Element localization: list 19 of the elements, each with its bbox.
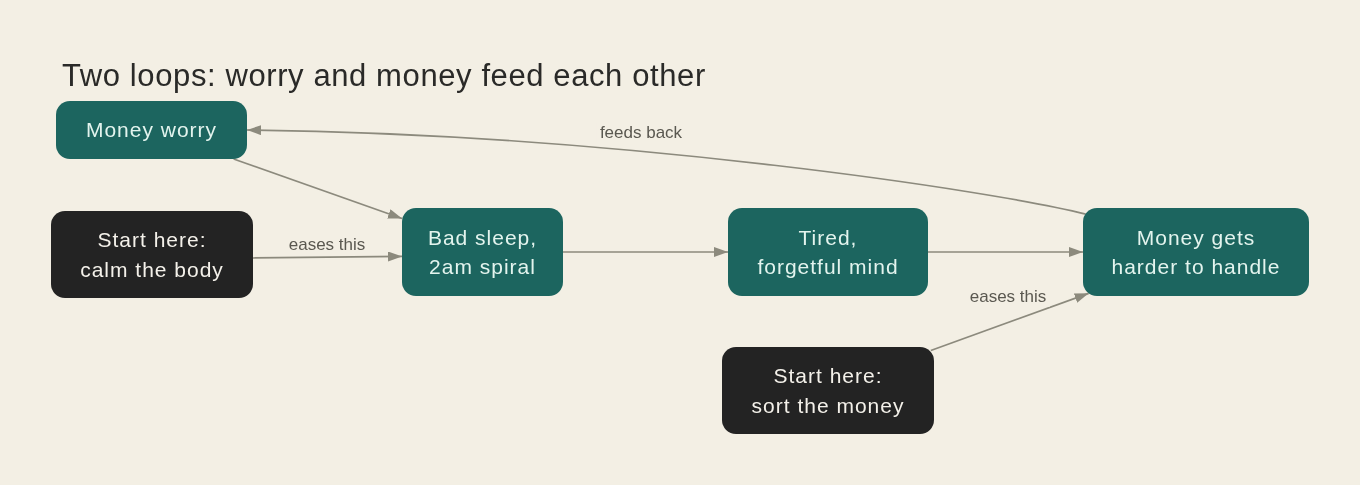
node-label: Money worry [85,117,218,144]
process-box [56,101,247,159]
node-label: Start here: sort the money [751,363,905,419]
node-label: Money gets harder to handle [1110,224,1282,280]
arrow [562,247,729,257]
start-box [722,347,934,434]
process-box [1083,208,1309,296]
arrow [929,292,1090,352]
arrow [252,251,403,262]
node-label: Tired, forgetful mind [756,224,900,280]
node-label: Start here: calm the body [79,227,225,283]
arrow [246,125,1087,215]
diagram-title: Two loops: worry and money feed each other [62,58,706,94]
process-box [402,208,563,296]
arrow [927,247,1084,257]
process-box [728,208,928,296]
node-label: Bad sleep, 2am spiral [426,224,539,280]
start-box [51,211,253,298]
arrow [232,158,403,220]
